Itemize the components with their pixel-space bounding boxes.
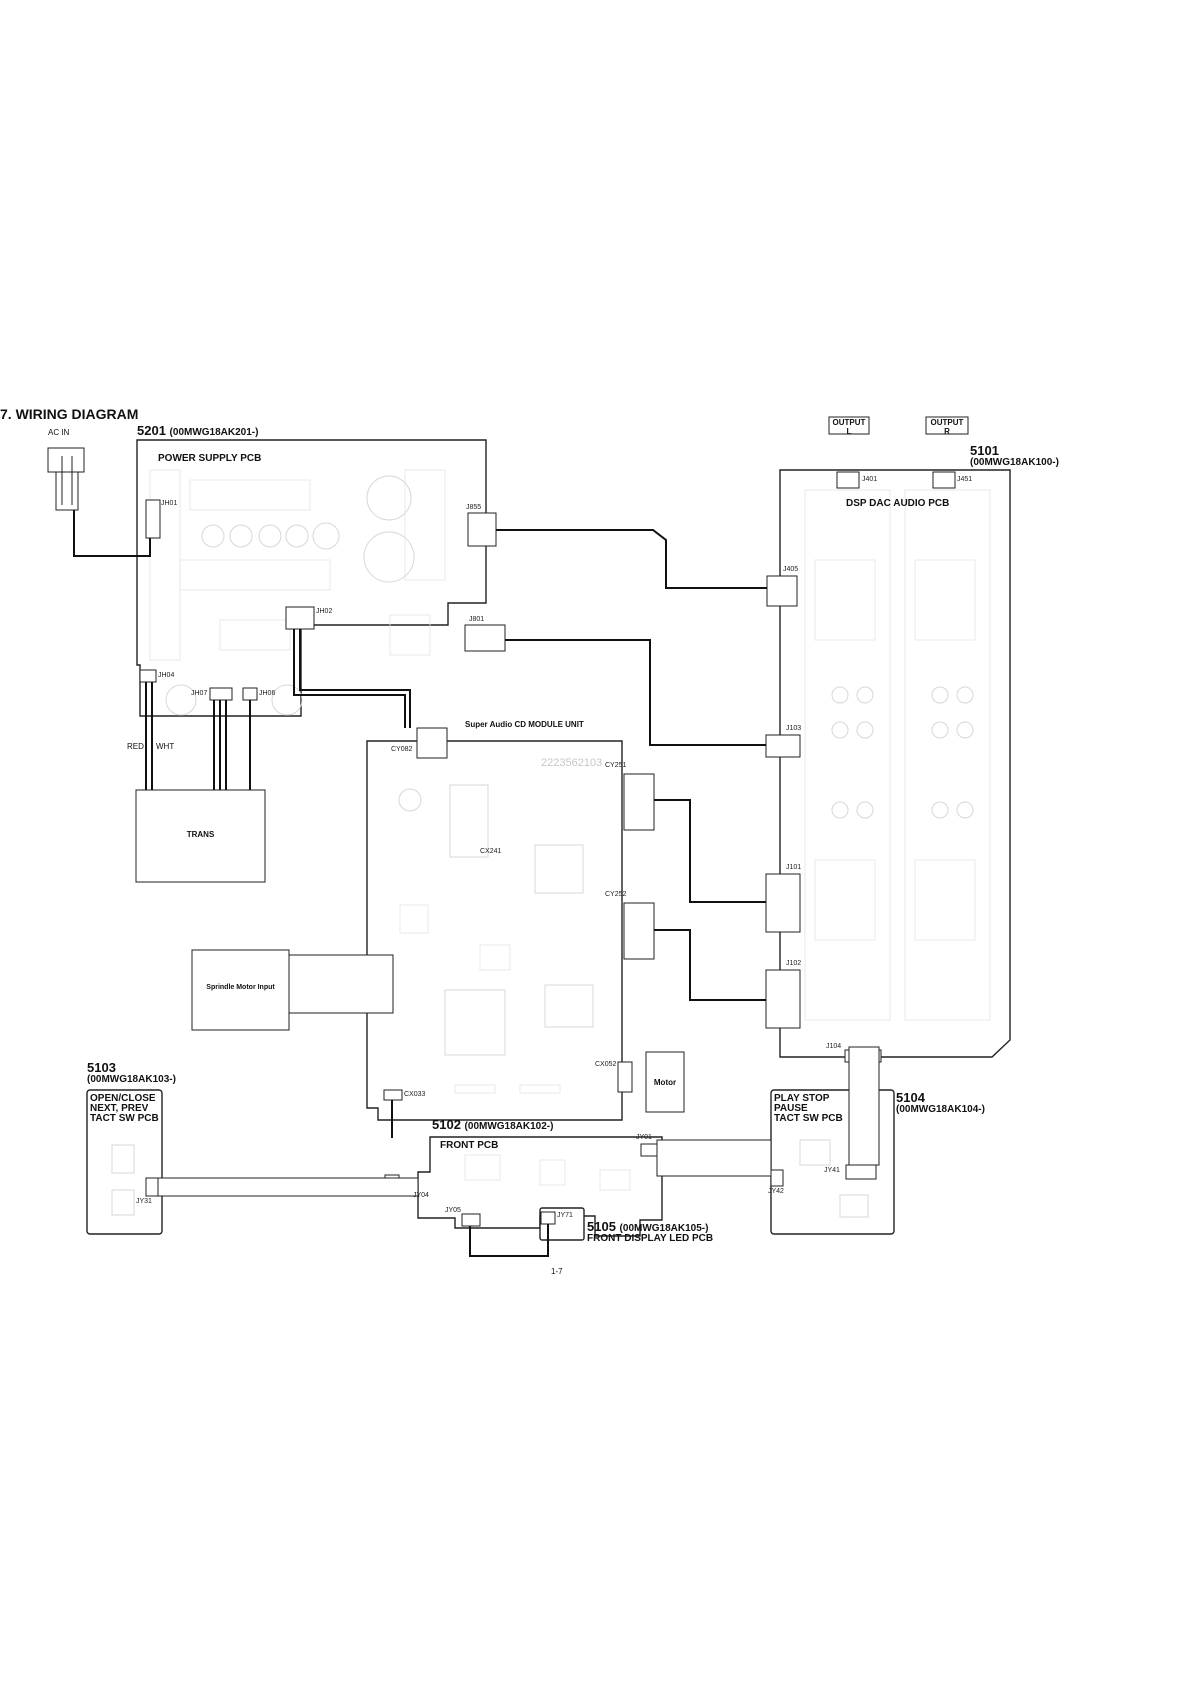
connector-j801: J801 — [469, 616, 485, 623]
module-5105-part: (00MWG18AK105-) — [619, 1223, 709, 1234]
module-5105-number: 5105 — [587, 1219, 616, 1234]
front-pcb-label: FRONT PCB — [440, 1140, 499, 1151]
motor-box — [645, 1051, 685, 1113]
connector-j405: J405 — [783, 566, 799, 573]
output-r-label: OUTPUT R — [930, 418, 964, 436]
wire-color-red: RED — [127, 742, 144, 751]
sacd-module-board — [366, 740, 623, 1121]
module-5201-number: 5201 — [137, 423, 166, 438]
connector-cy252: CY252 — [605, 891, 627, 898]
connector-jh06: JH06 — [259, 690, 276, 697]
dsp-dac-audio-pcb-board — [779, 469, 1011, 1058]
module-5104-number: 5104 — [896, 1090, 925, 1105]
connector-jh02: JH02 — [316, 608, 333, 615]
connector-cy251: CY251 — [605, 762, 627, 769]
sacd-module-marking: 2223562103 — [541, 757, 603, 769]
output-l-label: OUTPUT L — [832, 418, 866, 436]
module-5102-number: 5102 — [432, 1117, 461, 1132]
tact-sw-pcb-5103-board — [86, 1089, 163, 1235]
spindle-motor-label: Sprindle Motor Input — [206, 984, 275, 991]
connector-jy05: JY05 — [445, 1207, 461, 1214]
trans-box — [135, 789, 266, 883]
module-5102-header: 5102 (00MWG18AK102-) — [432, 1117, 553, 1132]
ac-in-label: AC IN — [48, 428, 70, 437]
module-5101-part: (00MWG18AK100-) — [970, 457, 1059, 468]
trans-label: TRANS — [186, 830, 215, 839]
dsp-dac-audio-pcb-label: DSP DAC AUDIO PCB — [846, 498, 950, 509]
connector-cy082: CY082 — [391, 746, 413, 753]
wire-color-wht: WHT — [156, 742, 175, 751]
output-l-box — [828, 416, 870, 435]
connector-jy42: JY42 — [768, 1188, 784, 1195]
module-5101-number: 5101 — [970, 443, 999, 458]
module-5201-header: 5201 (00MWG18AK201-) — [137, 423, 258, 438]
connector-j855: J855 — [466, 504, 482, 511]
spindle-motor-box — [191, 949, 290, 1031]
connector-j101: J101 — [786, 864, 802, 871]
connector-jy04: JY04 — [413, 1192, 429, 1199]
connector-jy01: JY01 — [636, 1134, 652, 1141]
diagram-title: 7. WIRING DIAGRAM — [0, 406, 139, 422]
power-supply-pcb-board — [136, 439, 487, 717]
connector-j401: J401 — [862, 476, 878, 483]
connector-jy41: JY41 — [824, 1167, 840, 1174]
connector-j104: J104 — [826, 1043, 842, 1050]
sacd-module-label: Super Audio CD MODULE UNIT — [465, 720, 584, 729]
module-5201-part: (00MWG18AK201-) — [169, 427, 259, 438]
tact-sw-pcb-5103-label: OPEN/CLOSE NEXT, PREV TACT SW PCB — [90, 1093, 159, 1124]
connector-j451: J451 — [957, 476, 973, 483]
page-number: 1-7 — [551, 1267, 563, 1276]
module-5104-part: (00MWG18AK104-) — [896, 1104, 985, 1115]
connector-cx052: CX052 — [595, 1061, 617, 1068]
module-5105-header: 5105 (00MWG18AK105-) — [587, 1219, 708, 1234]
connector-jh01: JH01 — [161, 500, 178, 507]
motor-label: Motor — [653, 1078, 677, 1087]
connector-cx241: CX241 — [480, 848, 502, 855]
front-display-led-pcb-label: FRONT DISPLAY LED PCB — [587, 1233, 714, 1244]
connector-jy71: JY71 — [557, 1212, 573, 1219]
connector-j102: J102 — [786, 960, 802, 967]
ac-inlet — [47, 447, 85, 511]
tact-sw-pcb-5104-label: PLAY STOP PAUSE TACT SW PCB — [774, 1093, 843, 1124]
ribbon-cables — [157, 624, 880, 1197]
connector-jh07: JH07 — [191, 690, 208, 697]
module-5103-number: 5103 — [87, 1060, 116, 1075]
module-5103-part: (00MWG18AK103-) — [87, 1074, 176, 1085]
module-5102-part: (00MWG18AK102-) — [464, 1121, 554, 1132]
connector-jh04: JH04 — [158, 672, 175, 679]
power-supply-pcb-label: POWER SUPPLY PCB — [158, 453, 262, 464]
output-r-box — [925, 416, 969, 435]
connector-cx033: CX033 — [404, 1091, 426, 1098]
connector-jy31: JY31 — [136, 1198, 152, 1205]
wires — [73, 510, 767, 1257]
connector-j103: J103 — [786, 725, 802, 732]
